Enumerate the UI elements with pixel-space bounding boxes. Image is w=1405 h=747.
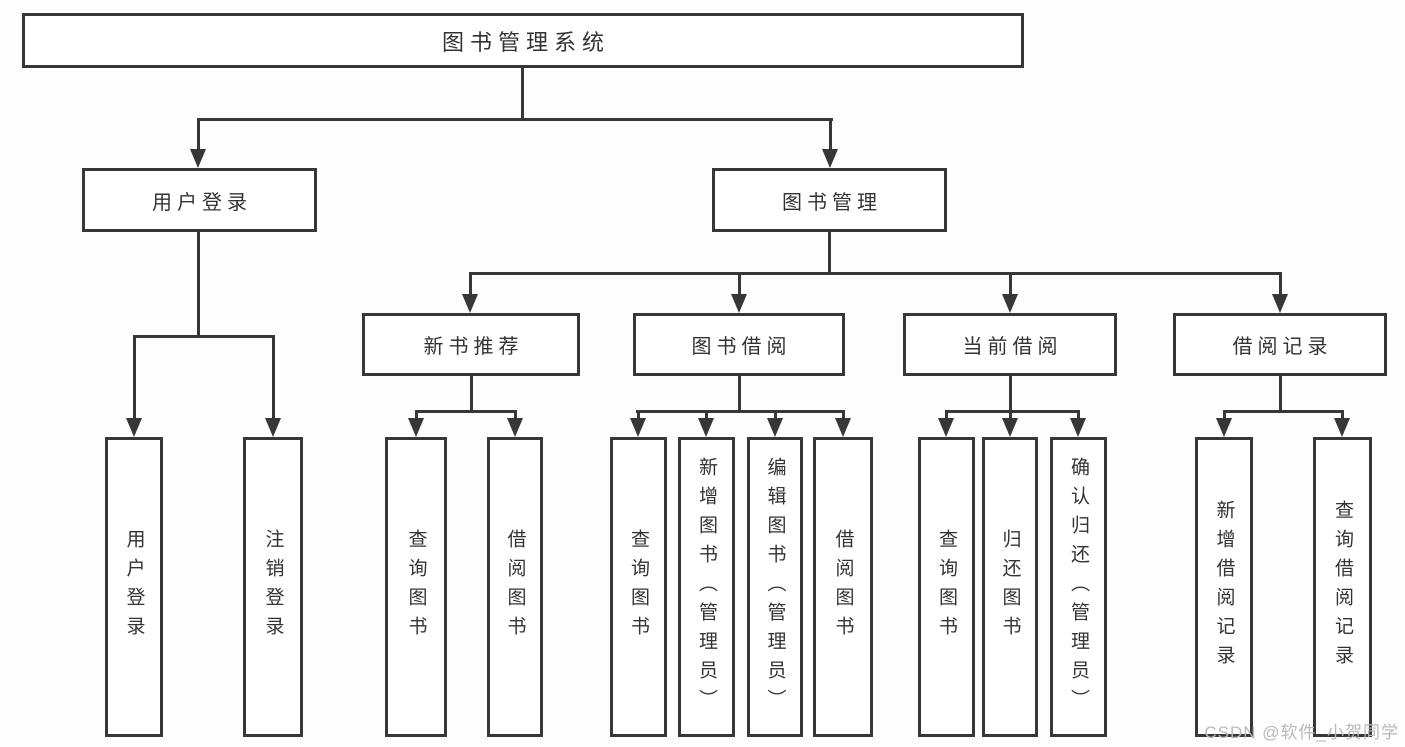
node-book-borrow: 图书借阅 (633, 313, 845, 376)
leaf-newbook-borrow-books: 借阅图书 (487, 437, 543, 737)
arrow-down-icon (1002, 272, 1019, 313)
connector-new-book-branch (415, 410, 517, 413)
node-current-borrow: 当前借阅 (903, 313, 1117, 376)
arrow-down-icon (698, 410, 715, 437)
arrow-down-icon (1272, 272, 1289, 313)
connector-level3-branch (469, 272, 1282, 275)
csdn-watermark: CSDN @软件_小贺同学 (1204, 723, 1399, 742)
arrow-down-icon (1216, 410, 1233, 437)
leaf-borrow-edit-books-admin: 编辑图书（管理员） (747, 437, 803, 737)
leaf-user-login: 用户登录 (105, 437, 163, 737)
leaf-borrow-query-books: 查询图书 (610, 437, 667, 737)
leaf-records-query-record: 查询借阅记录 (1313, 437, 1372, 737)
arrow-down-icon (126, 335, 143, 437)
connector-root-stem (521, 66, 524, 121)
node-library-system: 图书管理系统 (22, 13, 1024, 68)
connector-user-login-branch (133, 335, 275, 338)
node-book-management: 图书管理 (712, 168, 947, 232)
leaf-current-query-books: 查询图书 (918, 437, 975, 737)
connector-current-borrow-branch (945, 410, 1080, 413)
arrow-down-icon (1002, 410, 1019, 437)
leaf-borrow-add-books-admin: 新增图书（管理员） (678, 437, 735, 737)
arrow-down-icon (507, 410, 524, 437)
connector-book-borrow-branch (636, 410, 845, 413)
connector-book-borrow-stem (738, 374, 741, 413)
arrow-down-icon (938, 410, 955, 437)
arrow-down-icon (767, 410, 784, 437)
arrow-down-icon (190, 118, 207, 168)
leaf-current-return-books: 归还图书 (982, 437, 1038, 737)
arrow-down-icon (731, 272, 748, 313)
leaf-records-add-record: 新增借阅记录 (1195, 437, 1253, 737)
node-borrow-records: 借阅记录 (1173, 313, 1387, 376)
arrow-down-icon (835, 410, 852, 437)
connector-level1-branch (197, 118, 833, 121)
node-user-login: 用户登录 (82, 168, 317, 232)
connector-borrow-records-branch (1223, 410, 1344, 413)
arrow-down-icon (408, 410, 425, 437)
node-new-book-recommend: 新书推荐 (362, 313, 580, 376)
arrow-down-icon (1070, 410, 1087, 437)
leaf-logout: 注销登录 (243, 437, 303, 737)
connector-new-book-stem (470, 374, 473, 413)
leaf-current-confirm-return-admin: 确认归还（管理员） (1050, 437, 1107, 737)
leaf-borrow-borrow-books: 借阅图书 (813, 437, 873, 737)
arrow-down-icon (822, 118, 839, 168)
connector-current-borrow-stem (1009, 374, 1012, 413)
connector-user-login-stem (197, 230, 200, 338)
arrow-down-icon (265, 335, 282, 437)
arrow-down-icon (462, 272, 479, 313)
arrow-down-icon (630, 410, 647, 437)
arrow-down-icon (1334, 410, 1351, 437)
connector-book-mgmt-stem (828, 230, 831, 275)
connector-borrow-records-stem (1279, 374, 1282, 413)
leaf-newbook-query-books: 查询图书 (385, 437, 447, 737)
